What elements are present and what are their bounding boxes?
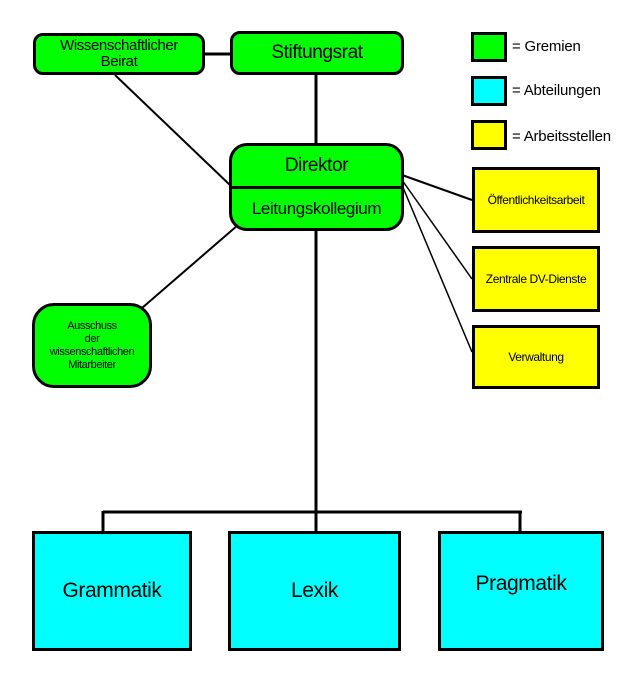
lexik-label: Lexik bbox=[290, 579, 339, 602]
edge-direktor-zentrale bbox=[401, 179, 473, 280]
node-pragmatik: Pragmatik bbox=[438, 531, 604, 651]
node-grammatik: Grammatik bbox=[32, 531, 192, 651]
edge-beirat-direktor bbox=[114, 74, 232, 187]
legend-arbeitsstellen-label: = Arbeitsstellen bbox=[512, 128, 611, 145]
grammatik-label: Grammatik bbox=[62, 579, 162, 602]
beirat-label-line1: Wissenschaftlicher bbox=[60, 37, 178, 54]
verwaltung-label: Verwaltung bbox=[508, 350, 564, 364]
node-oeffentlichkeitsarbeit: Öffentlichkeitsarbeit bbox=[472, 167, 600, 233]
ausschuss-label-line2: der bbox=[84, 332, 100, 345]
oeffentlichkeitsarbeit-label: Öffentlichkeitsarbeit bbox=[487, 193, 585, 207]
legend-gremien-swatch bbox=[471, 32, 507, 62]
node-leitungskollegium: Leitungskollegium bbox=[232, 189, 401, 228]
node-wissenschaftlicher-beirat: Wissenschaftlicher Beirat bbox=[33, 33, 205, 75]
node-direktor: Direktor bbox=[232, 146, 401, 189]
beirat-label-line2: Beirat bbox=[100, 53, 138, 70]
ausschuss-label-line3: wissenschaftlichen bbox=[49, 345, 135, 358]
node-verwaltung: Verwaltung bbox=[472, 325, 600, 389]
node-stiftungsrat: Stiftungsrat bbox=[230, 31, 404, 75]
node-zentrale-dv-dienste: Zentrale DV-Dienste bbox=[472, 246, 600, 312]
ausschuss-label-line1: Ausschuss bbox=[67, 319, 117, 332]
edge-direktor-verwaltung bbox=[401, 184, 473, 353]
pragmatik-label: Pragmatik bbox=[475, 572, 567, 595]
legend-gremien-label: = Gremien bbox=[512, 38, 581, 55]
node-ausschuss: Ausschuss der wissenschaftlichen Mitarbe… bbox=[32, 303, 152, 388]
ausschuss-label-line4: Mitarbeiter bbox=[68, 358, 116, 371]
edge-direktor-oeffentlichkeit bbox=[401, 174, 473, 201]
node-lexik: Lexik bbox=[228, 531, 401, 651]
stiftungsrat-label: Stiftungsrat bbox=[271, 42, 363, 63]
zentrale-dv-dienste-label: Zentrale DV-Dienste bbox=[485, 272, 587, 286]
legend-abteilungen-swatch bbox=[471, 76, 507, 106]
node-direktor-leitungskollegium: Direktor Leitungskollegium bbox=[229, 143, 404, 231]
legend-arbeitsstellen-swatch bbox=[471, 120, 507, 150]
legend-abteilungen-label: = Abteilungen bbox=[512, 82, 601, 99]
edge-direktor-ausschuss bbox=[141, 224, 239, 309]
direktor-label: Direktor bbox=[284, 155, 349, 176]
leitungskollegium-label: Leitungskollegium bbox=[251, 198, 382, 218]
